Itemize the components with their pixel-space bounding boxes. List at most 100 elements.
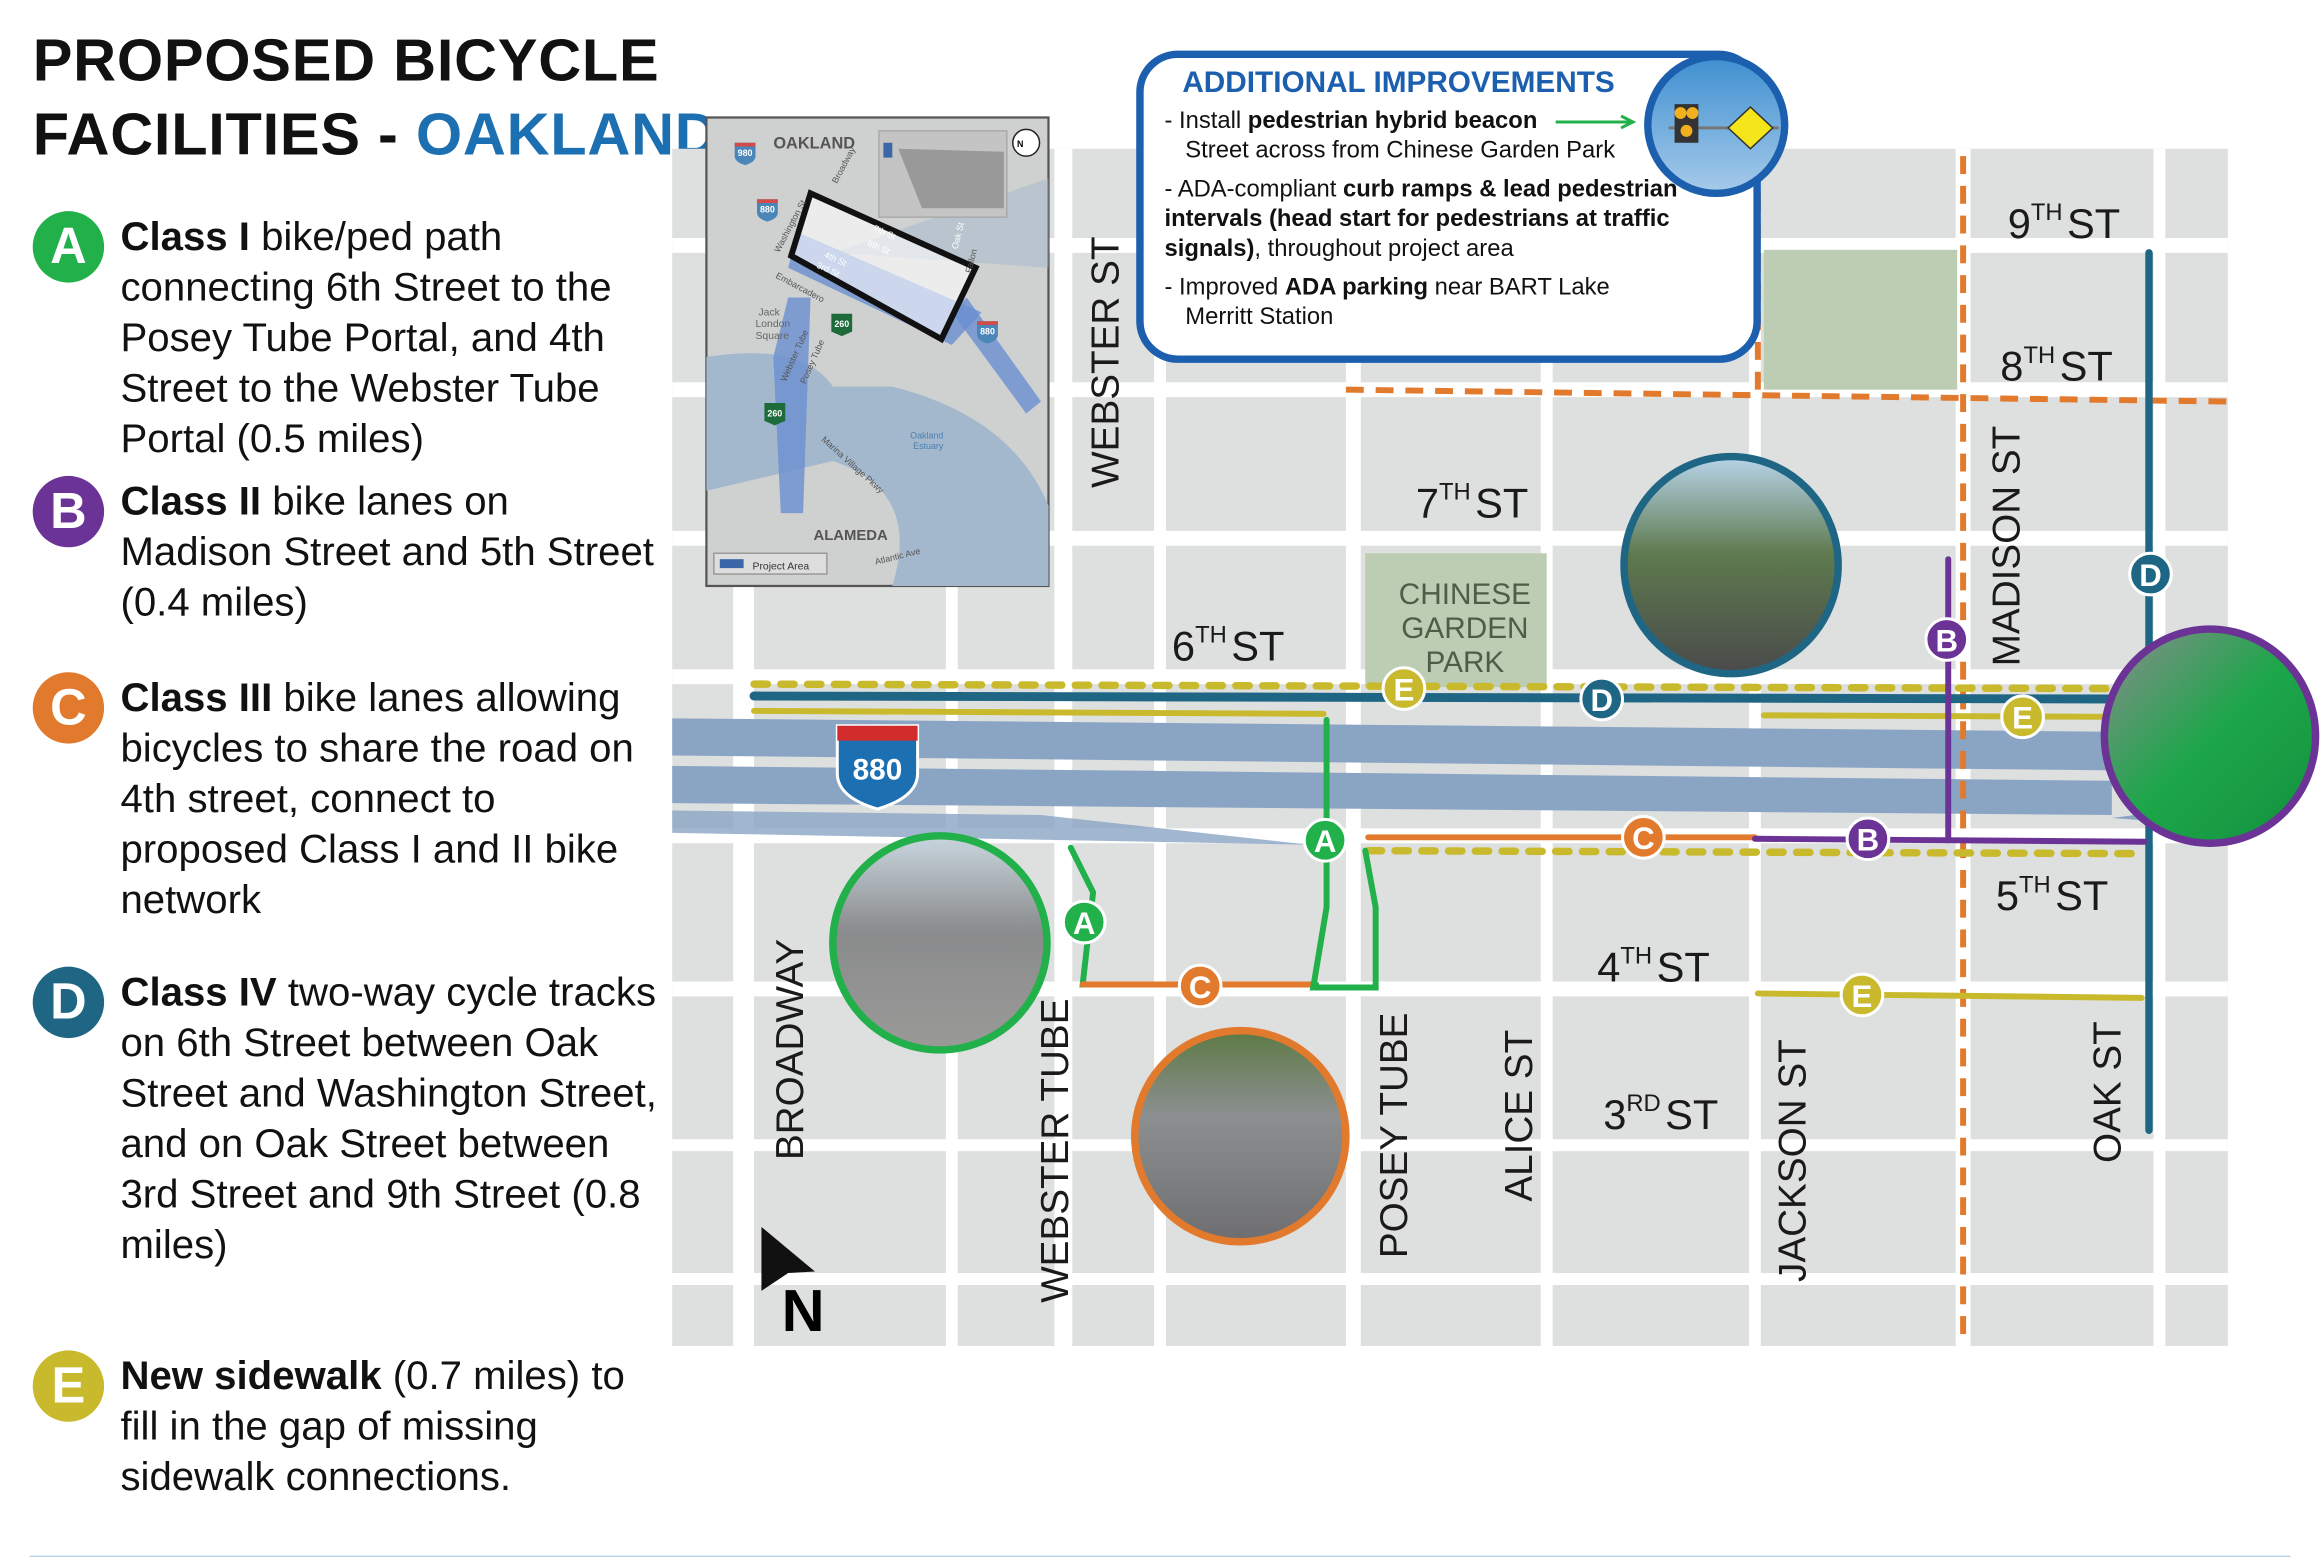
street-label: OAK ST: [2087, 1021, 2130, 1163]
legend-text: Class I bike/ped path connecting 6th Str…: [120, 214, 612, 462]
cycle-track-photo: [1620, 452, 1842, 678]
svg-text:London: London: [755, 319, 790, 330]
page-title: PROPOSED BICYCLE FACILITIES - OAKLAND: [32, 28, 719, 169]
svg-text:Jack: Jack: [758, 307, 780, 318]
inset-map: OAKLAND ALAMEDA Jack London Square Oakla…: [705, 116, 1050, 588]
class-badge: C: [32, 672, 105, 744]
chinese-garden-park: [1365, 553, 1547, 688]
svg-text:A: A: [1073, 906, 1096, 941]
svg-text:E: E: [2012, 701, 2033, 736]
park-label: PARK: [1426, 646, 1505, 679]
freeway-880: [672, 718, 2228, 845]
route-e-4th: [1754, 990, 2145, 1001]
legend-text: Class IV two-way cycle tracks on 6th Str…: [120, 969, 657, 1268]
svg-text:B: B: [1857, 823, 1880, 858]
street-label: ALICE ST: [1498, 1030, 1541, 1202]
route-marker-d: D: [2128, 551, 2173, 597]
street-label: BROADWAY: [769, 939, 812, 1160]
street-label: WEBSTER ST: [1084, 237, 1127, 488]
route-marker-b: B: [1924, 617, 1970, 662]
svg-text:N: N: [1017, 139, 1023, 149]
svg-text:N: N: [782, 1277, 825, 1344]
sidepath-photo: [829, 832, 1051, 1054]
route-a-posey: [1309, 716, 1379, 991]
svg-text:Project Area: Project Area: [753, 562, 810, 573]
route-d-6th: [749, 691, 2117, 704]
svg-text:C: C: [1632, 821, 1655, 856]
svg-text:A: A: [1314, 824, 1337, 859]
svg-text:980: 980: [738, 148, 753, 158]
svg-text:ALAMEDA: ALAMEDA: [813, 528, 888, 544]
pedestrian-hybrid-beacon-icon: [1644, 52, 1789, 198]
route-e-5th: [1364, 846, 2146, 858]
street-label: JACKSON ST: [1771, 1039, 1814, 1282]
class-badge: D: [32, 966, 105, 1039]
park-block: [1763, 249, 1958, 390]
improvement-item: - ADA-compliant curb ramps & lead pedest…: [1164, 176, 1678, 262]
svg-text:B: B: [1935, 623, 1958, 658]
bike-boulevard-photo: [1131, 1026, 1350, 1246]
svg-text:D: D: [1590, 683, 1613, 718]
route-marker-e: E: [2000, 694, 2045, 740]
route-marker-a: A: [1302, 817, 1348, 863]
route-marker-d: D: [1579, 676, 1625, 722]
legend-text: New sidewalk (0.7 miles) to fill in the …: [120, 1353, 625, 1500]
park-label: CHINESE: [1399, 578, 1531, 611]
interstate-880-shield: 880: [835, 724, 920, 811]
route-marker-c: C: [1621, 814, 1666, 860]
svg-text:880: 880: [760, 205, 775, 215]
route-markers: E D E D B A C B A C E: [1061, 551, 2173, 1018]
north-arrow: N: [761, 1226, 825, 1344]
svg-text:E: E: [1852, 979, 1873, 1014]
svg-text:C: C: [1189, 970, 1212, 1005]
interstate-shield: 980: [734, 142, 756, 166]
svg-text:260: 260: [767, 408, 782, 418]
park-label: GARDEN: [1401, 612, 1528, 645]
svg-text:Square: Square: [755, 331, 789, 342]
svg-text:D: D: [2139, 558, 2162, 593]
svg-text:E: E: [1394, 672, 1415, 707]
route-e-6th-east: [1760, 712, 2115, 720]
route-marker-e: E: [1839, 972, 1885, 1018]
class-badge: B: [32, 475, 105, 548]
route-marker-a: A: [1061, 899, 1107, 945]
route-marker-c: C: [1177, 963, 1223, 1009]
svg-text:Oakland: Oakland: [910, 431, 943, 441]
street-label: MADISON ST: [1986, 426, 2029, 667]
route-marker-e: E: [1381, 666, 1427, 711]
legend-text: Class III bike lanes allowing bicycles t…: [120, 675, 634, 923]
svg-text:880: 880: [980, 327, 995, 337]
route-marker-b: B: [1845, 816, 1891, 862]
interstate-shield: 880: [977, 321, 998, 344]
arrow-icon: [1555, 114, 1637, 130]
class-badge: E: [32, 1350, 105, 1422]
route-e-6th-dashed: [750, 680, 2116, 693]
svg-text:Estuary: Estuary: [913, 441, 944, 451]
interstate-shield: 880: [756, 199, 778, 222]
svg-text:880: 880: [853, 753, 903, 786]
class-badge: A: [32, 211, 105, 283]
bike-routes: [749, 249, 2153, 1134]
